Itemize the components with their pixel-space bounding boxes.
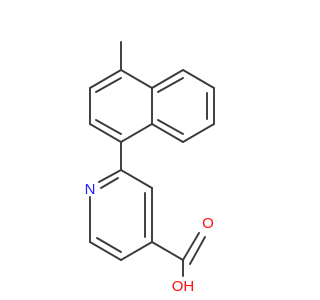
bond-c4a-c5 [151,69,184,89]
atom-o-label: O [202,215,214,232]
bond-c6py-c5py-inner [96,237,122,253]
bond-c4-c3 [89,69,122,89]
bond-c4-c3-inner [95,77,122,93]
atom-oh-label: OH [172,278,195,295]
bond-c1-c8a [120,123,153,143]
bond-c7-c8 [182,123,215,143]
bond-c8-c8a-inner [157,119,184,135]
bond-c5-c6 [182,69,215,89]
bond-c2py-n1 [98,169,122,183]
bond-c2py-n1-inner [100,177,119,189]
bond-c3py-c2py [120,169,153,189]
molecule-structure: N O OH [85,41,215,295]
atom-n-label: N [85,181,96,198]
bond-c8-c8a [151,123,184,143]
bond-c4-c4a [120,69,153,89]
bond-c4py-cooh [151,241,184,261]
bond-c-o-double-b [189,236,206,265]
bond-c-o-double-a [182,232,200,261]
molecule-canvas: N O OH [84,41,215,295]
bond-c6py-c5py [89,241,122,261]
bond-c4a-c5-inner [157,77,184,93]
bond-c5py-c4py [120,241,153,261]
bond-c2-c1-inner [95,119,122,135]
bond-c2-c1 [89,123,122,143]
